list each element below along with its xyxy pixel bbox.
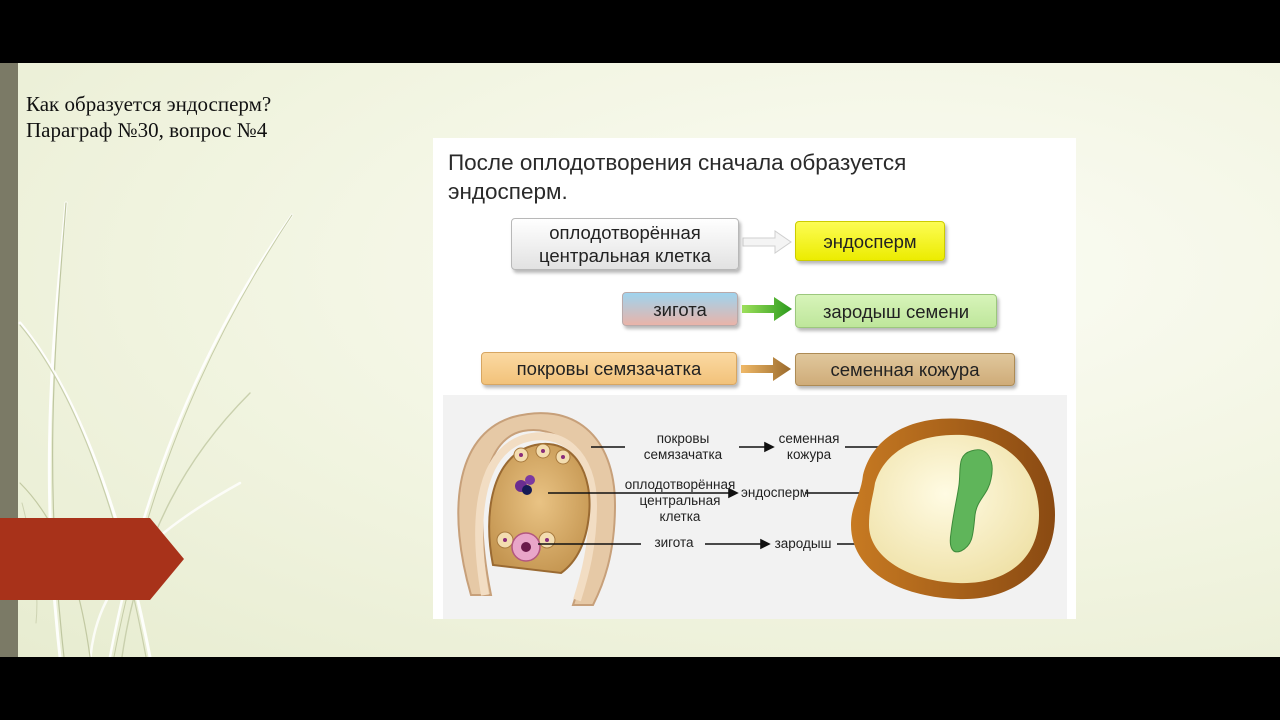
content-image: После оплодотворения сначала образуется … [433, 138, 1076, 619]
label-fertilized-cell: оплодотворённая центральная клетка [615, 477, 745, 525]
slide: Как образуется эндосперм? Параграф №30, … [0, 63, 1280, 657]
arrow-zygote-embryo [742, 297, 792, 321]
scheme-cell-line-2: центральная клетка [539, 244, 711, 267]
scheme-box-embryo: зародыш семени [795, 294, 997, 328]
label-seed-coat: семенная кожура [769, 431, 849, 463]
seed-diagram: покровы семязачатка семенная кожура опло… [443, 395, 1067, 619]
label-endosperm: эндосперм [741, 485, 809, 501]
accent-tab [0, 518, 185, 600]
label-cell-1: оплодотворённая [615, 477, 745, 493]
scheme-box-fertilized-cell: оплодотворённая центральная клетка [511, 218, 739, 270]
question-text: Как образуется эндосперм? [26, 91, 271, 117]
scheme-box-endosperm: эндосперм [795, 221, 945, 261]
reference-text: Параграф №30, вопрос №4 [26, 117, 271, 143]
seed-illustration [443, 395, 1067, 619]
label-zygote: зигота [643, 535, 705, 551]
scheme-box-integuments: покровы семязачатка [481, 352, 737, 385]
label-seed-coat-2: кожура [769, 447, 849, 463]
label-integuments: покровы семязачатка [625, 431, 741, 463]
scheme-cell-line-1: оплодотворённая [539, 221, 711, 244]
scheme-box-zygote: зигота [622, 292, 738, 326]
label-integuments-2: семязачатка [625, 447, 741, 463]
label-seed-coat-1: семенная [769, 431, 849, 447]
label-cell-2: центральная [615, 493, 745, 509]
slide-heading: Как образуется эндосперм? Параграф №30, … [26, 91, 271, 143]
arrow-cell-endosperm [743, 231, 791, 253]
arrow-integuments-coat [741, 357, 791, 381]
label-embryo: зародыш [769, 536, 837, 552]
scheme-box-seed-coat: семенная кожура [795, 353, 1015, 386]
label-integuments-1: покровы [625, 431, 741, 447]
label-cell-3: клетка [615, 509, 745, 525]
